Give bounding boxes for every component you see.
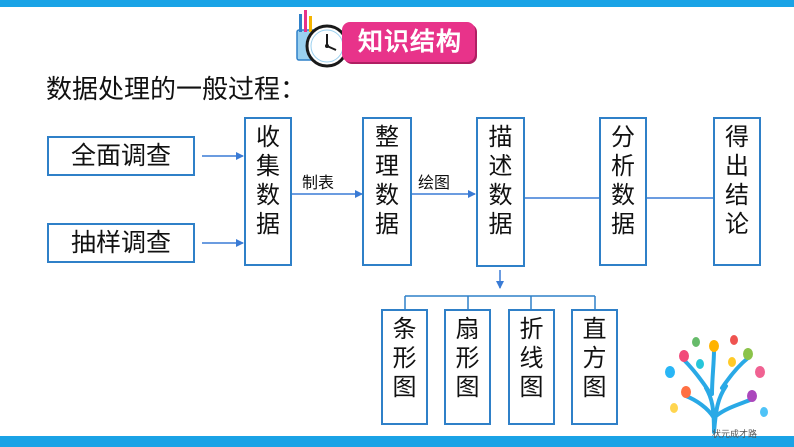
chart-type-pie: 扇 形 图 bbox=[444, 309, 491, 425]
step-draw-conclusion: 得 出 结 论 bbox=[713, 117, 761, 266]
tree-icon bbox=[665, 335, 768, 434]
step-collect-data: 收 集 数 据 bbox=[244, 117, 292, 266]
edge-label-draw-chart: 绘图 bbox=[418, 173, 451, 192]
census-box: 全面调查 bbox=[47, 136, 195, 176]
step-analyze-data: 分 析 数 据 bbox=[599, 117, 647, 266]
chart-type-line: 折 线 图 bbox=[508, 309, 555, 425]
header-title: 知识结构 bbox=[357, 27, 462, 56]
bottom-bar bbox=[0, 436, 794, 447]
step-describe-data: 描 述 数 据 bbox=[476, 117, 525, 267]
header-badge bbox=[342, 22, 475, 62]
process-subtitle: 数据处理的一般过程： bbox=[46, 75, 307, 105]
clock-icon bbox=[296, 10, 349, 68]
edge-label-tabulate: 制表 bbox=[302, 173, 335, 192]
chart-type-histogram: 直 方 图 bbox=[571, 309, 618, 425]
step-organize-data: 整 理 数 据 bbox=[362, 117, 412, 266]
watermark-text: 状元成才路 bbox=[712, 430, 758, 440]
top-bar bbox=[0, 0, 794, 7]
sample-survey-box: 抽样调查 bbox=[47, 223, 195, 263]
chart-type-bar: 条 形 图 bbox=[381, 309, 428, 425]
